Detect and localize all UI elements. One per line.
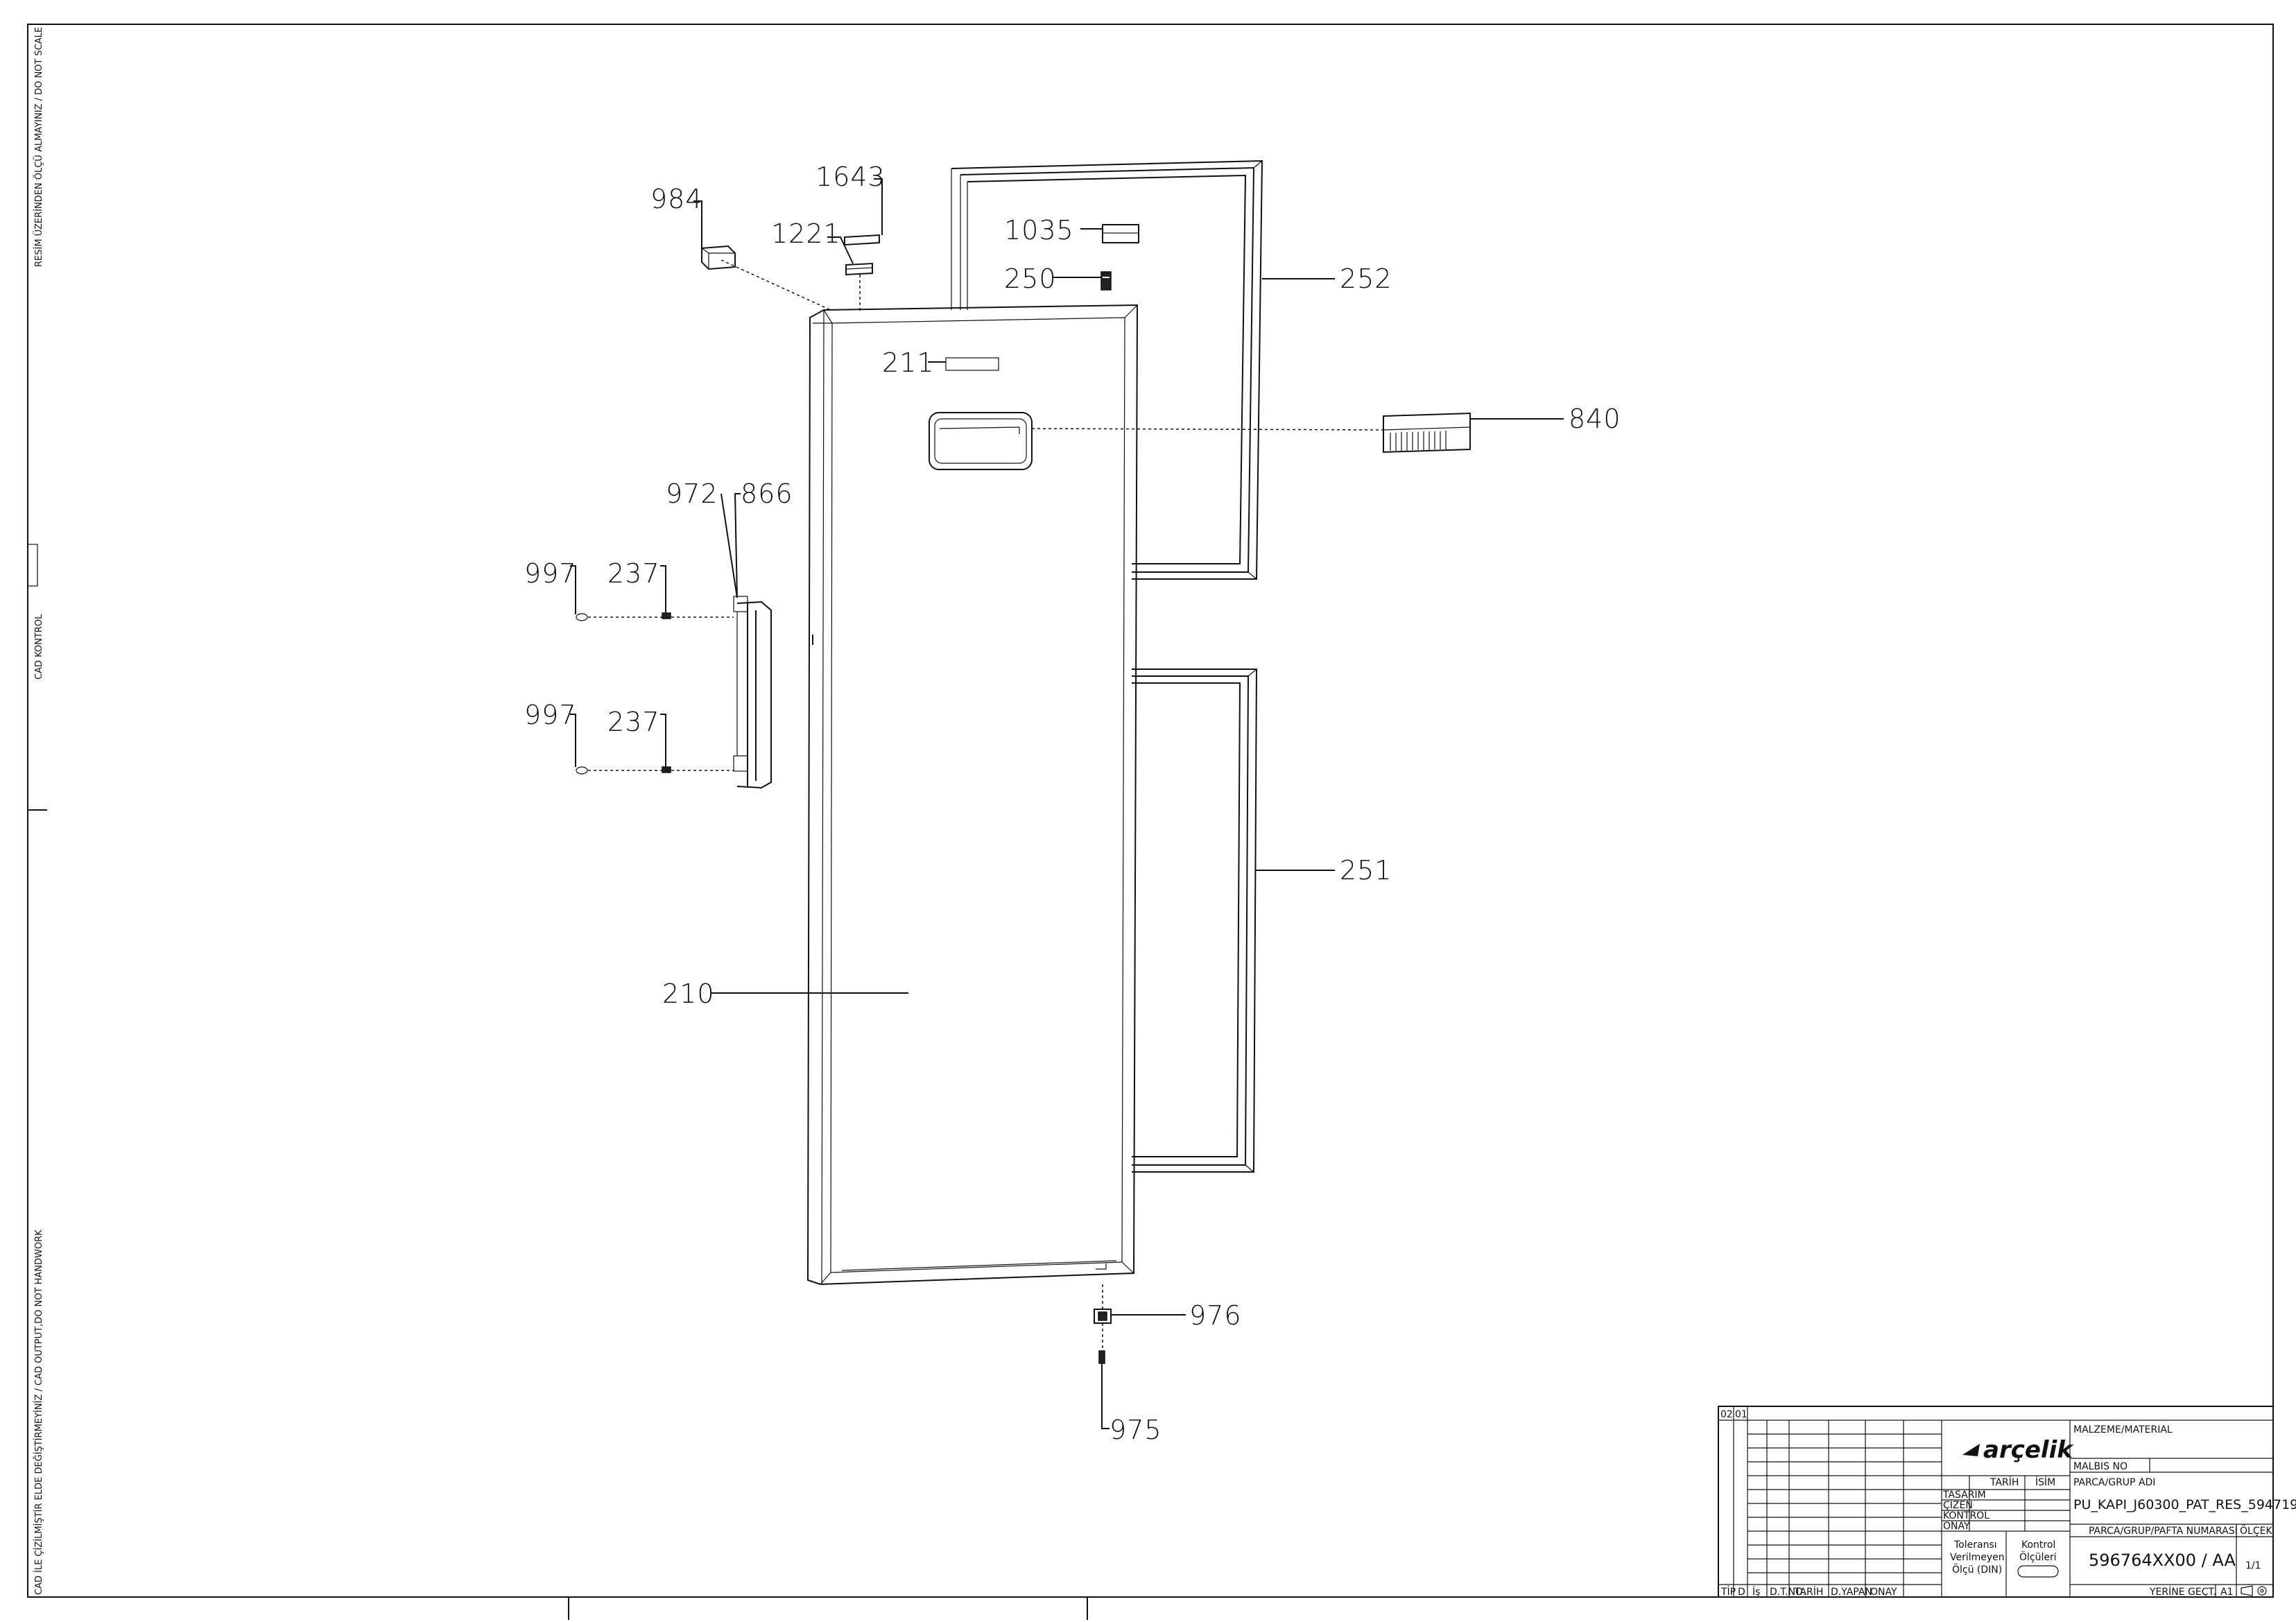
callout-211: 211 (882, 347, 935, 378)
replaces-label: YERİNE GEÇT. (2149, 1585, 2216, 1598)
svg-text:arçelik: arçelik (1983, 1436, 2074, 1464)
hinge-pad (1102, 224, 1139, 243)
tolerance-line-3: Ölçü (DIN) (1952, 1563, 2002, 1576)
history-col-dtno: D.T.NO. (1770, 1587, 1806, 1598)
callout-237-upper: 237 (607, 558, 660, 589)
kontrol-box (2017, 1565, 2059, 1578)
callout-210: 210 (662, 978, 715, 1009)
callout-984: 984 (650, 184, 703, 214)
screw-lower (662, 766, 671, 773)
side-note-cad-output: CAD İLE ÇİZİLMİŞTİR ELDE DEĞİŞTİRMEYİNİZ… (33, 1230, 44, 1595)
history-col-onay: ONAY (1870, 1587, 1897, 1598)
display-window (929, 412, 1033, 470)
projection-symbol-icon (2241, 1585, 2267, 1596)
hinge-cover (701, 245, 736, 270)
row-cizen: ÇİZEN (1943, 1499, 1973, 1511)
drawing-border (27, 24, 2274, 1598)
callout-997-upper: 997 (524, 558, 577, 589)
callout-250: 250 (1004, 264, 1057, 294)
arcelik-logo: arçelik (1962, 1436, 2074, 1464)
callout-252: 252 (1340, 264, 1392, 294)
row-tasarim: TASARIM (1942, 1490, 1986, 1501)
callout-997-lower: 997 (524, 700, 577, 730)
display-window-inner (934, 418, 1027, 464)
cad-kontrol-box (27, 544, 38, 587)
top-trim-piece (844, 234, 880, 246)
display-module (1383, 412, 1471, 454)
revision-b: 01 (1735, 1409, 1747, 1420)
callout-1643: 1643 (815, 162, 886, 192)
callout-972: 972 (666, 478, 718, 509)
scale-label: ÖLÇEK (2240, 1524, 2272, 1537)
callout-976: 976 (1189, 1300, 1242, 1331)
scale-value: 1/1 (2245, 1560, 2261, 1571)
callout-866: 866 (741, 478, 793, 509)
history-col-tip: TİP (1720, 1585, 1736, 1598)
leader-lines (570, 178, 1564, 1429)
callout-1221: 1221 (771, 218, 841, 249)
part-number: 596764XX00 / AA (2089, 1551, 2236, 1570)
callout-251: 251 (1340, 855, 1392, 886)
row-kontrol: KONTROL (1943, 1510, 1989, 1521)
callout-975: 975 (1110, 1415, 1162, 1445)
material-label: MALZEME/MATERIAL (2073, 1424, 2173, 1435)
screw-cap-upper (576, 613, 588, 621)
top-bracket (845, 262, 873, 276)
screw-upper (662, 612, 671, 619)
callout-1035: 1035 (1004, 215, 1074, 245)
tolerance-line-1: Toleransı (1953, 1539, 1997, 1551)
part-name: PU_KAPI_J60300_PAT_RES_594719 (2073, 1497, 2296, 1512)
history-col-is: İş (1752, 1585, 1760, 1598)
title-block: 02 01 TİP D İş D.T.NO. TARİH D (1718, 1406, 2296, 1598)
bottom-screw (1098, 1350, 1105, 1364)
kontrol-line-2: Ölçüleri (2019, 1551, 2057, 1563)
callout-237-lower: 237 (607, 707, 660, 737)
row-onay: ONAY (1943, 1521, 1970, 1532)
bottom-hinge-bush (1094, 1309, 1112, 1324)
tolerance-line-2: Verilmeyen (1950, 1552, 2005, 1563)
col-isim: İSİM (2035, 1476, 2055, 1488)
sheet-size: A1 (2220, 1587, 2233, 1598)
upper-liner-frame (951, 159, 1263, 580)
history-col-tarih: TARİH (1794, 1585, 1823, 1598)
col-tarih: TARİH (1989, 1476, 2019, 1488)
part-number-label: PARCA/GRUP/PAFTA NUMARASI (2089, 1526, 2238, 1537)
kontrol-line-1: Kontrol (2021, 1539, 2055, 1551)
history-col-d: D (1738, 1587, 1745, 1598)
hinge-pin (1100, 271, 1112, 291)
part-name-label: PARCA/GRUP ADI (2073, 1477, 2155, 1488)
door-handle (733, 596, 772, 789)
screw-cap-lower (576, 766, 588, 775)
label-plate (945, 357, 999, 371)
revision-a: 02 (1720, 1409, 1733, 1420)
side-note-do-not-scale: RESİM ÜZERİNDEN ÖLÇÜ ALMAYINIZ / DO NOT … (33, 27, 44, 267)
lower-liner-frame (1127, 668, 1258, 1173)
side-note-cad-kontrol: CAD KONTROL (34, 614, 44, 680)
malbis-label: MALBIS NO (2073, 1461, 2127, 1472)
door-panel (806, 304, 1139, 1286)
history-col-dyapan: D.YAPAN (1831, 1587, 1872, 1598)
callout-840: 840 (1569, 404, 1621, 434)
